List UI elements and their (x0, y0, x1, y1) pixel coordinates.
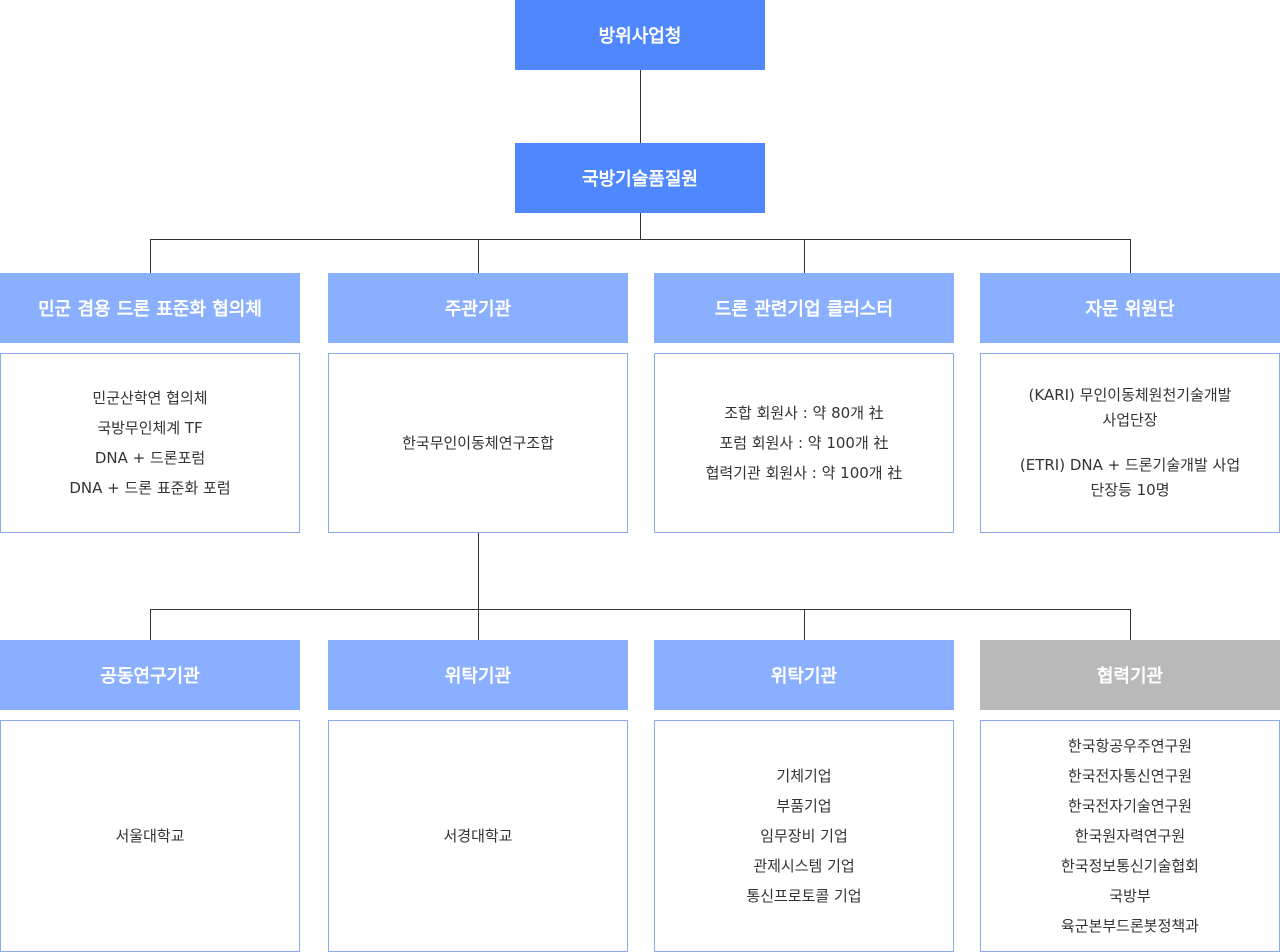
row2-header-4-label: 협력기관 (1096, 666, 1164, 687)
row1-header-4: 자문 위원단 (980, 273, 1280, 343)
row2-box-2: 서경대학교 (328, 720, 628, 952)
row1-box-3: 조합 회원사 : 약 80개 社 포럼 회원사 : 약 100개 社 협력기관 … (654, 353, 954, 533)
list-item: 통신프로토콜 기업 (746, 887, 862, 905)
root-label: 방위사업청 (598, 26, 682, 47)
list-item: 단장등 10명 (1090, 481, 1170, 499)
list-item: 한국항공우주연구원 (1067, 737, 1193, 755)
connector-main-to-row2 (478, 532, 479, 640)
list-item: 서경대학교 (443, 827, 513, 845)
connector-level2-bus (640, 213, 641, 240)
list-item: DNA + 드론 표준화 포럼 (69, 479, 231, 497)
list-item: 사업단장 (1102, 411, 1158, 429)
connector-row2-col4 (1130, 609, 1131, 640)
row2-header-3-label: 위탁기관 (770, 666, 838, 687)
list-item: 한국무인이동체연구조합 (402, 434, 554, 452)
list-item: 관제시스템 기업 (753, 857, 855, 875)
row1-header-4-label: 자문 위원단 (1085, 299, 1175, 320)
connector-row1-col3 (804, 239, 805, 273)
list-item: 서울대학교 (115, 827, 185, 845)
root-node: 방위사업청 (515, 0, 765, 70)
connector-root-level2 (640, 70, 641, 143)
connector-row1-col2 (478, 239, 479, 273)
list-item: 육군본부드론봇정책과 (1060, 917, 1199, 935)
row1-box-1: 민군산학연 협의체 국방무인체계 TF DNA + 드론포럼 DNA + 드론 … (0, 353, 300, 533)
list-item: 조합 회원사 : 약 80개 社 (724, 404, 884, 422)
list-item: 포럼 회원사 : 약 100개 社 (719, 434, 889, 452)
level2-node: 국방기술품질원 (515, 143, 765, 213)
list-item: 기체기업 (776, 767, 832, 785)
list-item: 한국전자통신연구원 (1067, 767, 1193, 785)
list-item: 부품기업 (776, 797, 832, 815)
connector-row2-horizontal (150, 609, 1131, 610)
row1-header-3: 드론 관련기업 클러스터 (654, 273, 954, 343)
list-item: (KARI) 무인이동체원천기술개발 (1028, 386, 1232, 404)
connector-row2-col3 (804, 609, 805, 640)
connector-row1-col1 (150, 239, 151, 273)
list-item: (ETRI) DNA + 드론기술개발 사업 (1019, 456, 1241, 474)
row1-header-1-label: 민군 겸용 드론 표준화 협의체 (38, 299, 262, 320)
row1-header-2-label: 주관기관 (444, 299, 512, 320)
list-item: 임무장비 기업 (760, 827, 848, 845)
row2-box-4: 한국항공우주연구원 한국전자통신연구원 한국전자기술연구원 한국원자력연구원 한… (980, 720, 1280, 952)
list-item: 국방무인체계 TF (97, 419, 203, 437)
list-item: 한국원자력연구원 (1074, 827, 1186, 845)
row2-box-3: 기체기업 부품기업 임무장비 기업 관제시스템 기업 통신프로토콜 기업 (654, 720, 954, 952)
row2-header-1-label: 공동연구기관 (100, 666, 200, 687)
row1-box-2: 한국무인이동체연구조합 (328, 353, 628, 533)
connector-row1-horizontal (150, 239, 1131, 240)
list-item: 한국정보통신기술협회 (1060, 857, 1199, 875)
row1-box-4: (KARI) 무인이동체원천기술개발 사업단장 (ETRI) DNA + 드론기… (980, 353, 1280, 533)
connector-row2-col1 (150, 609, 151, 640)
list-item: DNA + 드론포럼 (94, 449, 206, 467)
row2-header-4: 협력기관 (980, 640, 1280, 710)
row1-header-1: 민군 겸용 드론 표준화 협의체 (0, 273, 300, 343)
row1-header-2: 주관기관 (328, 273, 628, 343)
list-item: 국방부 (1109, 887, 1151, 905)
row2-box-1: 서울대학교 (0, 720, 300, 952)
list-item: 민군산학연 협의체 (92, 389, 208, 407)
list-item: 한국전자기술연구원 (1067, 797, 1193, 815)
level2-label: 국방기술품질원 (582, 169, 698, 190)
row1-header-3-label: 드론 관련기업 클러스터 (714, 299, 894, 320)
connector-row1-col4 (1130, 239, 1131, 273)
row2-header-3: 위탁기관 (654, 640, 954, 710)
row2-header-2-label: 위탁기관 (444, 666, 512, 687)
list-item: 협력기관 회원사 : 약 100개 社 (705, 464, 903, 482)
row2-header-2: 위탁기관 (328, 640, 628, 710)
row2-header-1: 공동연구기관 (0, 640, 300, 710)
